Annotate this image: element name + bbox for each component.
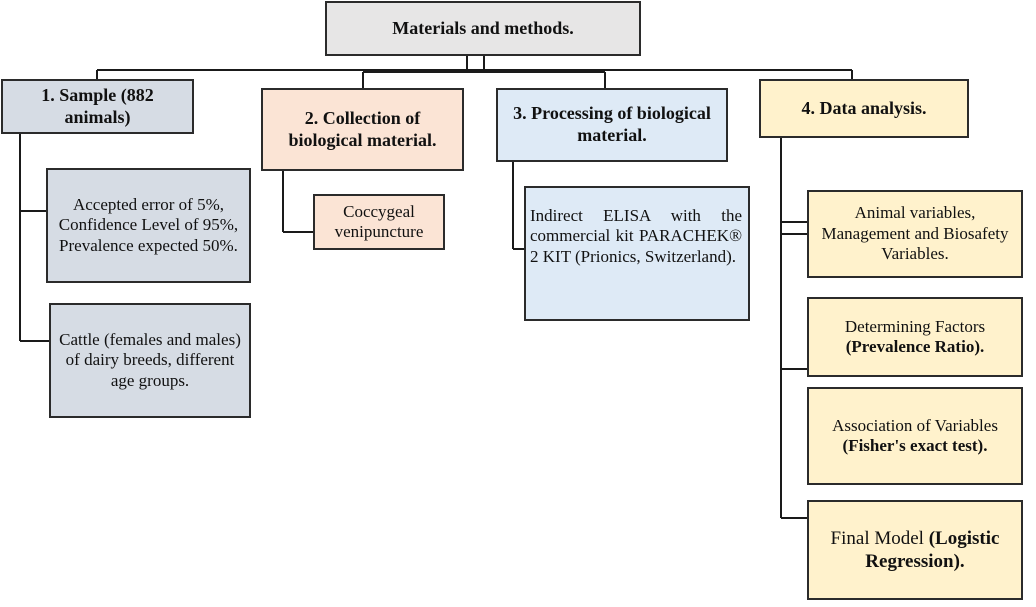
analysis-final-model-node: Final Model (Logistic Regression). <box>807 500 1023 600</box>
analysis-association-emphasis: (Fisher's exact test). <box>842 436 988 455</box>
analysis-association-text: Association of Variables <box>832 415 998 435</box>
sample-error-text: Accepted error of 5%, Confidence Level o… <box>58 194 239 255</box>
sample-cattle-text: Cattle (females and males) of dairy bree… <box>59 329 241 390</box>
root-node: Materials and methods. <box>325 1 641 56</box>
sample-cattle-node: Cattle (females and males) of dairy bree… <box>49 303 251 418</box>
analysis-final-model-emphasis: (Logistic Regression). <box>865 528 1000 572</box>
branch-sample-title: 1. Sample (882 animals) <box>41 84 154 127</box>
branch-collection: 2. Collection of biological material. <box>261 88 464 171</box>
analysis-final-model-text: Final Model <box>830 528 924 549</box>
analysis-determining-emphasis: (Prevalence Ratio). <box>845 337 985 356</box>
collection-venipuncture-text: Coccygeal venipuncture <box>334 201 424 241</box>
sample-error-node: Accepted error of 5%, Confidence Level o… <box>46 168 251 283</box>
analysis-variables-text: Animal variables, Management and Biosafe… <box>821 203 1009 264</box>
branch-processing: 3. Processing of biological material. <box>496 88 728 162</box>
analysis-determining-text: Determining Factors <box>844 316 986 336</box>
processing-elisa-node: Indirect ELISA with the commercial kit P… <box>524 186 750 321</box>
branch-collection-title: 2. Collection of biological material. <box>288 107 437 150</box>
branch-processing-title: 3. Processing of biological material. <box>513 103 711 145</box>
analysis-association-node: Association of Variables (Fisher's exact… <box>807 387 1023 485</box>
root-label: Materials and methods. <box>392 17 574 38</box>
analysis-variables-node: Animal variables, Management and Biosafe… <box>807 190 1023 278</box>
branch-data-analysis: 4. Data analysis. <box>759 79 969 138</box>
branch-sample: 1. Sample (882 animals) <box>1 79 194 134</box>
analysis-determining-node: Determining Factors (Prevalence Ratio). <box>807 297 1023 377</box>
branch-data-analysis-title: 4. Data analysis. <box>801 97 927 118</box>
collection-venipuncture-node: Coccygeal venipuncture <box>313 194 445 250</box>
processing-elisa-text: Indirect ELISA with the commercial kit P… <box>530 206 742 266</box>
